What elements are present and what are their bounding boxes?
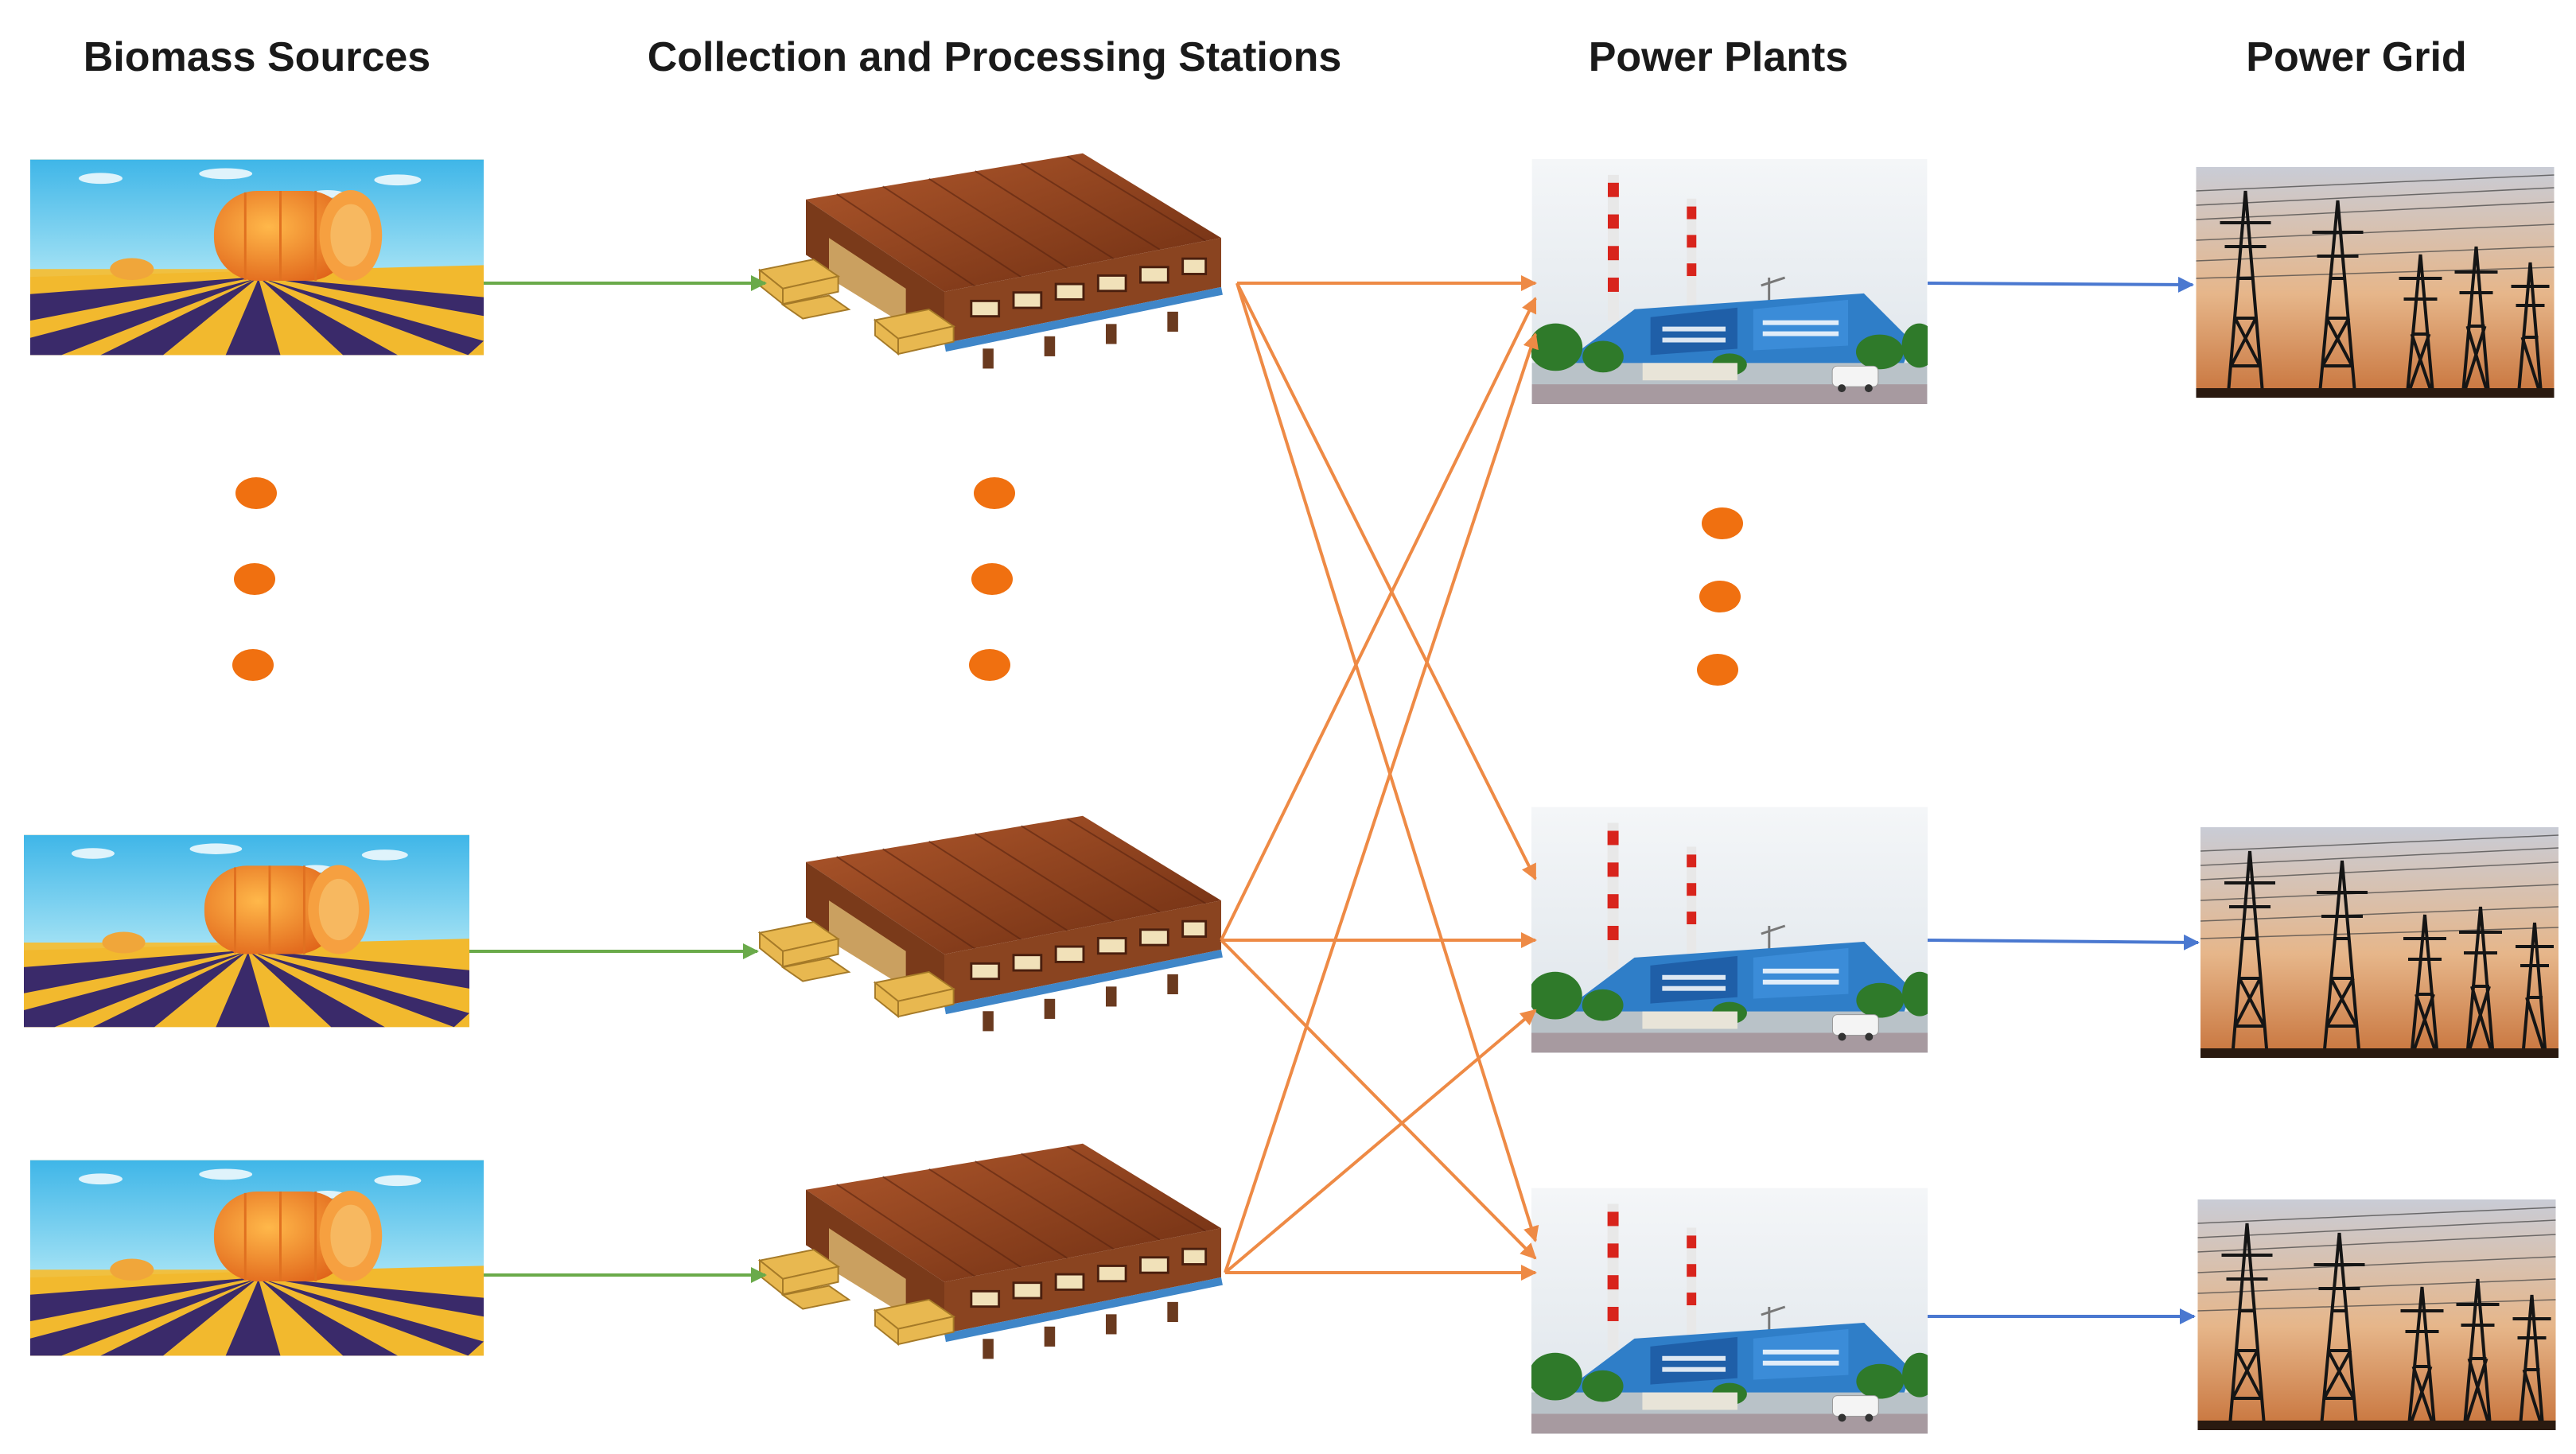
arrow-station3-plant2: [1224, 1009, 1537, 1274]
plants-more-ellipsis-dots-icon: [1697, 507, 1743, 686]
header-biomass-sources: Biomass Sources: [83, 34, 431, 80]
header-power-plants: Power Plants: [1588, 34, 1849, 80]
power-plant-3-icon: [1531, 1187, 1928, 1435]
collection-station-1-warehouse-icon: [758, 152, 1224, 370]
arrow-station2-plant1: [1220, 297, 1537, 941]
arrow-station1-plant2: [1235, 282, 1537, 881]
biomass-more-ellipsis-dots-icon: [232, 477, 277, 681]
collection-station-2-warehouse-icon: [758, 814, 1224, 1032]
power-grid-3-transmission-tower-icon: [2198, 1199, 2556, 1430]
power-grid-2-transmission-tower-icon: [2200, 827, 2558, 1058]
collection-station-3-warehouse-icon: [758, 1142, 1224, 1360]
power-plant-1-icon: [1531, 159, 1928, 404]
arrow-plant1-grid1: [1927, 276, 2194, 293]
arrow-station3-plant1: [1224, 332, 1539, 1273]
header-collection-stations: Collection and Processing Stations: [647, 34, 1342, 80]
arrow-plant2-grid2: [1927, 934, 2200, 951]
power-plant-2-icon: [1531, 806, 1928, 1054]
stations-more-ellipsis-dots-icon: [969, 477, 1015, 681]
biomass-source-1-hay-field-icon: [30, 159, 484, 356]
biomass-source-3-hay-field-icon: [30, 1160, 484, 1356]
header-power-grid: Power Grid: [2246, 34, 2467, 80]
arrow-station2-plant3: [1220, 939, 1537, 1260]
biomass-source-2-hay-field-icon: [24, 834, 469, 1028]
power-grid-1-transmission-tower-icon: [2197, 167, 2555, 398]
arrow-station1-plant3: [1235, 282, 1539, 1242]
